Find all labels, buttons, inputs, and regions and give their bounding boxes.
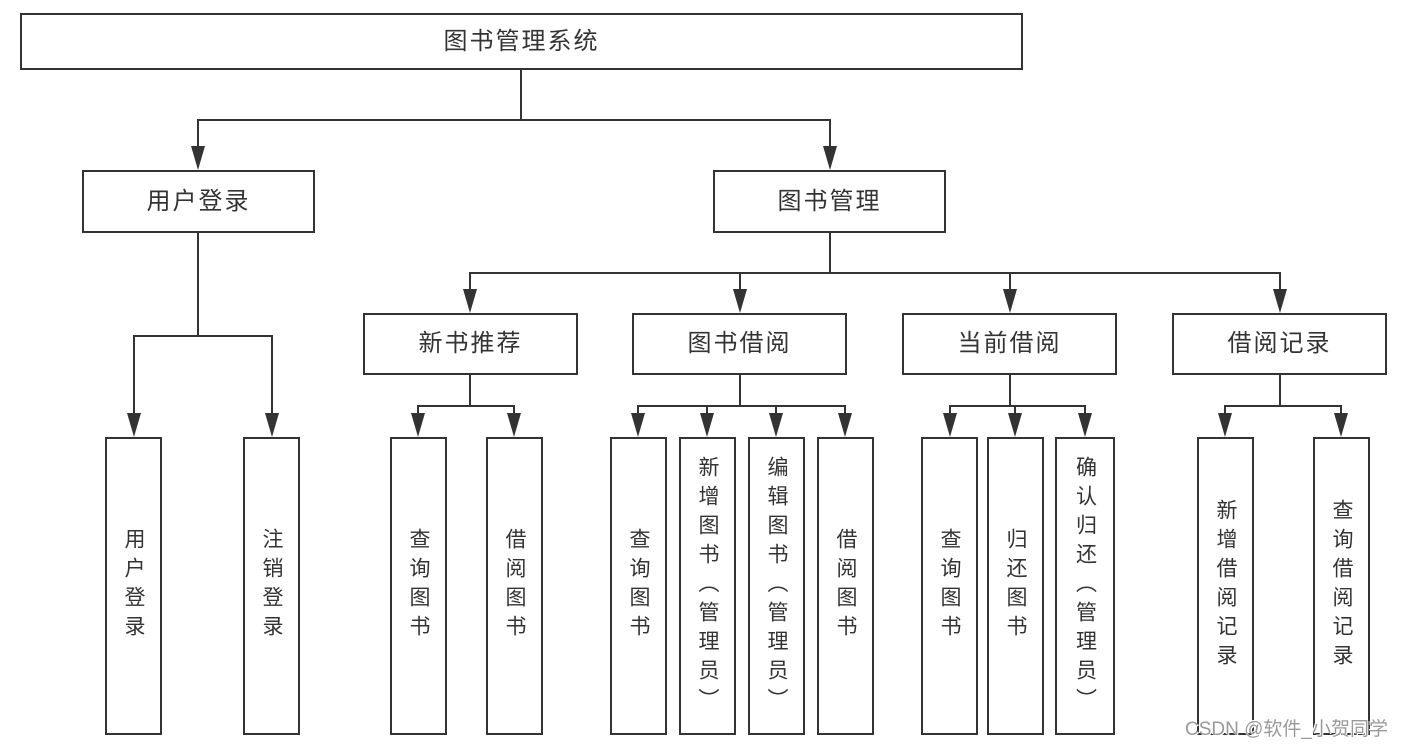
arrow-down-icon-user-login bbox=[191, 146, 205, 170]
csdn-watermark: CSDN @软件_小贺同学 bbox=[1185, 719, 1388, 740]
leaf-query-borrow-record: 查询借阅记录 bbox=[1313, 437, 1370, 735]
arrow-down-icon-leaf-logout bbox=[265, 413, 279, 437]
connector-drop-return-book bbox=[1014, 407, 1016, 413]
connector-book-borrow-stem bbox=[739, 375, 741, 406]
connector-new-book-recommend-bar bbox=[417, 405, 515, 407]
connector-drop-borrow-record bbox=[1279, 274, 1281, 289]
connector-borrow-record-bar bbox=[1224, 405, 1342, 407]
leaf-logout-login: 注销登录 bbox=[243, 437, 300, 735]
arrow-down-icon-book-management bbox=[823, 146, 837, 170]
leaf-user-login: 用户登录 bbox=[105, 437, 162, 735]
arrow-down-icon-new-book-recommend bbox=[463, 289, 477, 313]
arrow-down-icon-query-book-borrow bbox=[631, 413, 645, 437]
connector-drop-leaf-logout bbox=[271, 337, 273, 413]
leaf-confirm-return-admin: 确认归还（管理员） bbox=[1055, 437, 1115, 735]
connector-drop-confirm-return bbox=[1084, 407, 1086, 413]
connector-drop-leaf-user-login bbox=[133, 337, 135, 413]
connector-drop-query-borrow-record bbox=[1340, 407, 1342, 413]
connector-drop-borrow-book bbox=[844, 407, 846, 413]
leaf-query-book-recommend: 查询图书 bbox=[390, 437, 447, 735]
arrow-down-icon-add-borrow-record bbox=[1218, 413, 1232, 437]
connector-borrow-record-stem bbox=[1279, 375, 1281, 406]
connector-user-login-bar bbox=[133, 335, 273, 337]
connector-book-management-bar bbox=[469, 272, 1281, 274]
connector-drop-query-book-borrow bbox=[637, 407, 639, 413]
connector-drop-add-book bbox=[706, 407, 708, 413]
leaf-add-borrow-record: 新增借阅记录 bbox=[1197, 437, 1254, 735]
connector-drop-borrow-book-recommend bbox=[513, 407, 515, 413]
connector-drop-book-management bbox=[829, 121, 831, 146]
node-user-login: 用户登录 bbox=[82, 170, 315, 233]
connector-book-management-stem bbox=[829, 233, 831, 273]
arrow-down-icon-query-book-current bbox=[943, 413, 957, 437]
arrow-down-icon-confirm-return bbox=[1078, 413, 1092, 437]
node-borrow-record: 借阅记录 bbox=[1172, 313, 1387, 375]
connector-drop-query-book-recommend bbox=[417, 407, 419, 413]
arrow-down-icon-current-borrow bbox=[1003, 289, 1017, 313]
arrow-down-icon-edit-book bbox=[769, 413, 783, 437]
connector-drop-query-book-current bbox=[949, 407, 951, 413]
connector-drop-book-borrow bbox=[739, 274, 741, 289]
arrow-down-icon-add-book bbox=[700, 413, 714, 437]
arrow-down-icon-query-borrow-record bbox=[1334, 413, 1348, 437]
connector-drop-current-borrow bbox=[1009, 274, 1011, 289]
connector-book-borrow-bar bbox=[637, 405, 846, 407]
arrow-down-icon-borrow-record bbox=[1273, 289, 1287, 313]
node-new-book-recommend: 新书推荐 bbox=[363, 313, 578, 375]
node-current-borrow: 当前借阅 bbox=[902, 313, 1117, 375]
leaf-query-book-current: 查询图书 bbox=[921, 437, 978, 735]
connector-root-bar bbox=[197, 119, 831, 121]
leaf-borrow-book: 借阅图书 bbox=[817, 437, 874, 735]
leaf-borrow-book-recommend: 借阅图书 bbox=[486, 437, 543, 735]
arrow-down-icon-query-book-recommend bbox=[411, 413, 425, 437]
node-book-management: 图书管理 bbox=[713, 170, 946, 233]
connector-drop-edit-book bbox=[775, 407, 777, 413]
arrow-down-icon-book-borrow bbox=[733, 289, 747, 313]
connector-new-book-recommend-stem bbox=[469, 375, 471, 406]
connector-root-stem bbox=[520, 70, 522, 120]
connector-drop-new-book-recommend bbox=[469, 274, 471, 289]
connector-drop-add-borrow-record bbox=[1224, 407, 1226, 413]
arrow-down-icon-borrow-book-recommend bbox=[507, 413, 521, 437]
leaf-query-book-borrow: 查询图书 bbox=[610, 437, 667, 735]
node-library-management-system: 图书管理系统 bbox=[20, 13, 1023, 70]
arrow-down-icon-return-book bbox=[1008, 413, 1022, 437]
leaf-add-book-admin: 新增图书（管理员） bbox=[679, 437, 736, 735]
connector-current-borrow-stem bbox=[1009, 375, 1011, 406]
node-book-borrow: 图书借阅 bbox=[632, 313, 847, 375]
arrow-down-icon-borrow-book bbox=[838, 413, 852, 437]
leaf-return-book: 归还图书 bbox=[987, 437, 1044, 735]
connector-current-borrow-bar bbox=[949, 405, 1086, 407]
connector-user-login-stem bbox=[197, 233, 199, 337]
arrow-down-icon-leaf-user-login bbox=[127, 413, 141, 437]
connector-drop-user-login bbox=[197, 121, 199, 146]
leaf-edit-book-admin: 编辑图书（管理员） bbox=[748, 437, 805, 735]
